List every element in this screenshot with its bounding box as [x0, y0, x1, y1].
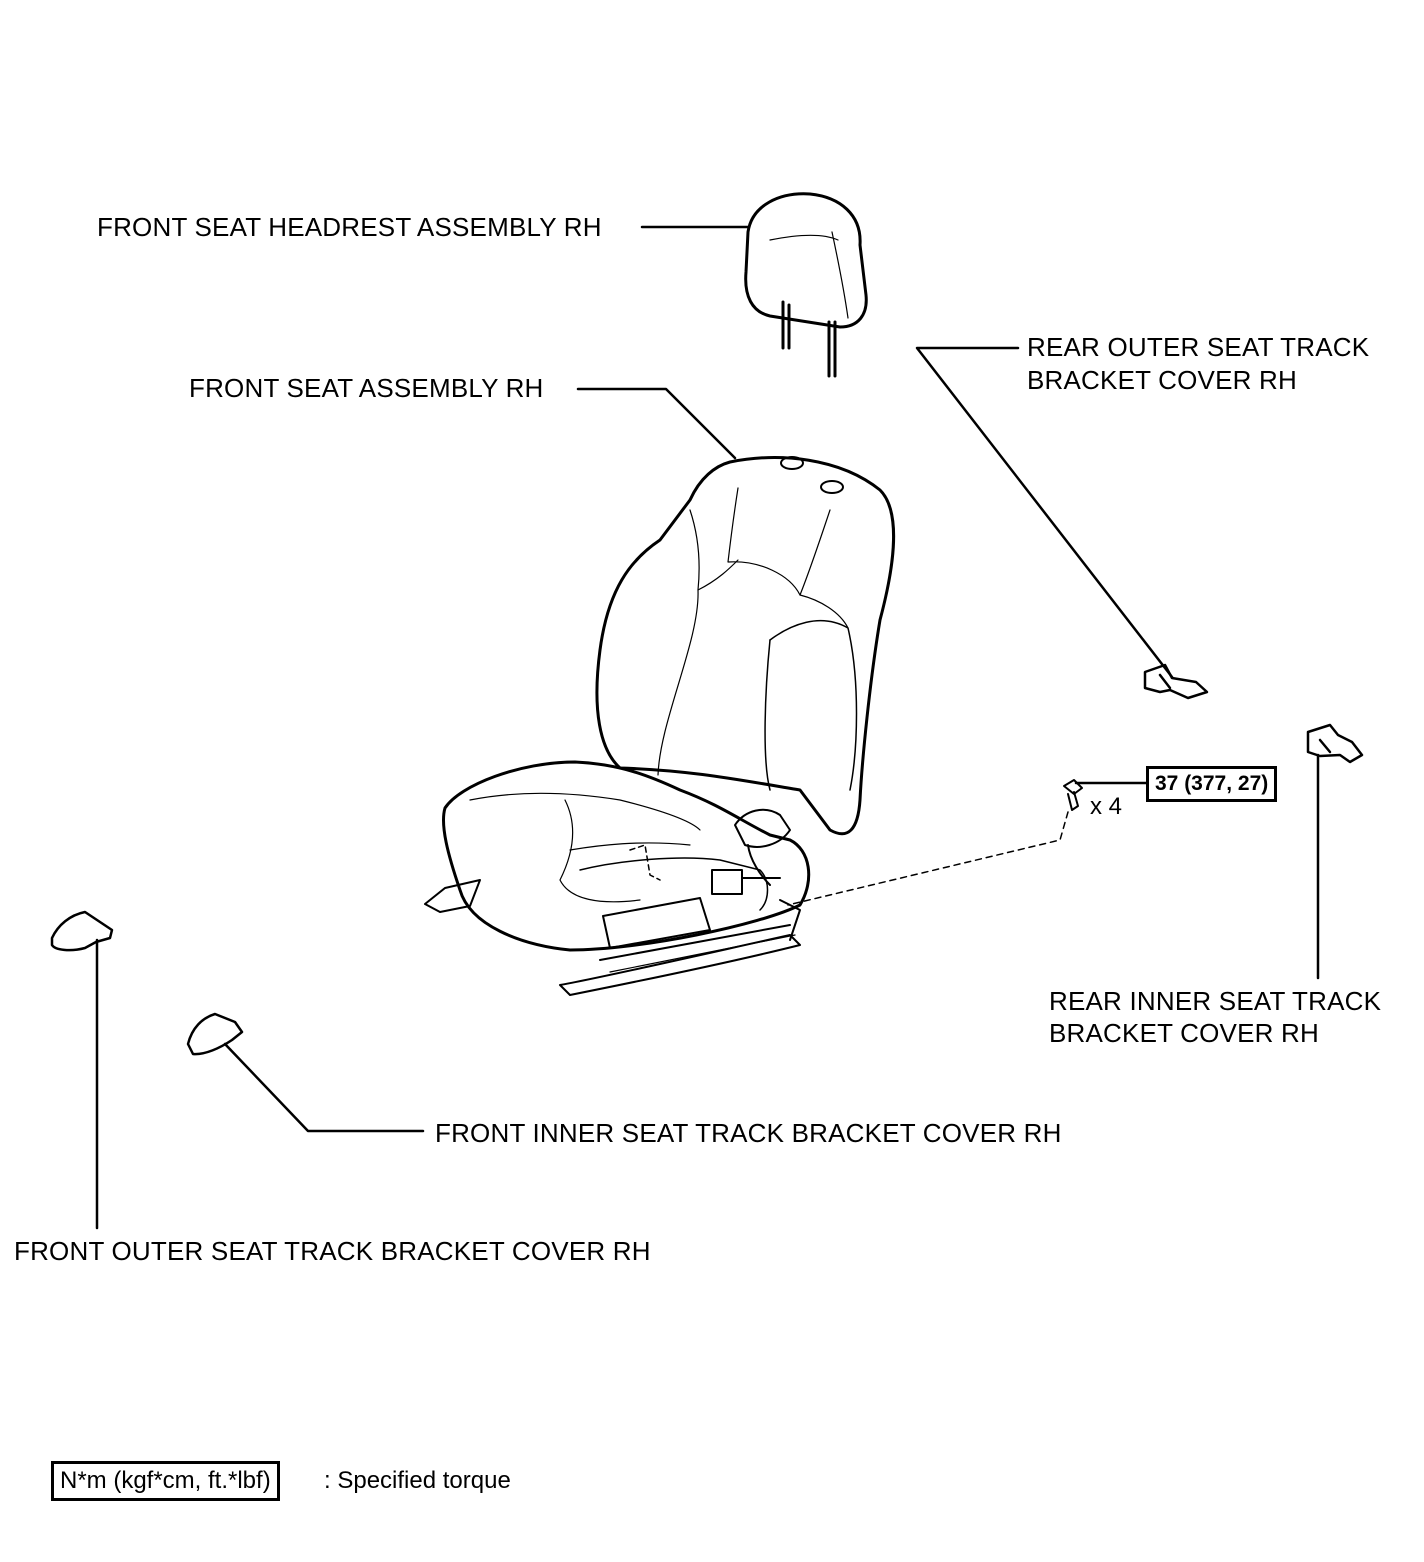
- leader-lines: [95, 225, 1320, 1230]
- front-inner-label: FRONT INNER SEAT TRACK BRACKET COVER RH: [435, 1118, 1062, 1148]
- front-outer-cover-drawing: [50, 910, 114, 952]
- bolt-quantity: x 4: [1090, 793, 1123, 820]
- bolt-dashed-line: [787, 811, 1069, 906]
- rear-outer-cover-drawing: [1143, 663, 1209, 700]
- rear-inner-label-line1: REAR INNER SEAT TRACK: [1049, 986, 1382, 1016]
- front-inner-cover-drawing: [186, 1012, 244, 1056]
- rear-inner-label-line2: BRACKET COVER RH: [1049, 1018, 1319, 1048]
- torque-spec-box: 37 (377, 27): [1146, 766, 1278, 802]
- legend-units-box: N*m (kgf*cm, ft.*lbf): [51, 1461, 280, 1501]
- rear-outer-label-line1: REAR OUTER SEAT TRACK: [1027, 332, 1370, 362]
- headrest-label: FRONT SEAT HEADREST ASSEMBLY RH: [97, 212, 602, 242]
- rear-outer-leader-line: [915, 346, 1174, 679]
- seat-leader-line: [576, 387, 737, 460]
- seat-label: FRONT SEAT ASSEMBLY RH: [189, 373, 544, 403]
- seat-drawing: [424, 456, 895, 996]
- rear-outer-label-line2: BRACKET COVER RH: [1027, 365, 1297, 395]
- headrest-drawing: [744, 192, 868, 378]
- front-outer-label: FRONT OUTER SEAT TRACK BRACKET COVER RH: [14, 1236, 651, 1266]
- front-inner-leader-line: [223, 1042, 425, 1133]
- rear-inner-cover-drawing: [1306, 723, 1364, 764]
- bolt-drawing: [1063, 779, 1083, 811]
- legend-description: : Specified torque: [324, 1467, 511, 1494]
